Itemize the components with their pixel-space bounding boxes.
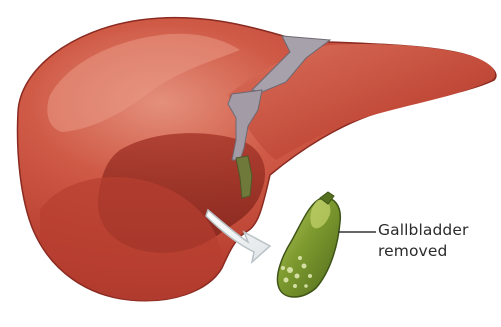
label-line-1: Gallbladder [378,220,499,241]
label-line-2: removed [378,241,499,262]
gallbladder-illustration [277,192,340,297]
gallbladder-removed-label: Gallbladder removed [378,220,499,262]
